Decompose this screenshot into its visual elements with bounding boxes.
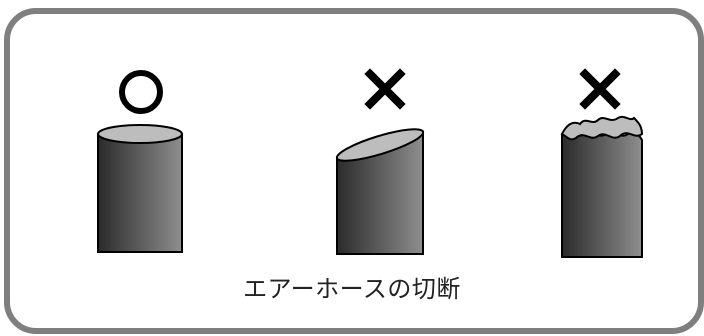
hose-straight-cut bbox=[97, 124, 183, 253]
cross-ng-icon bbox=[579, 68, 621, 110]
hose-ragged-cut bbox=[560, 115, 644, 258]
diagram-caption: エアーホースの切断 bbox=[243, 275, 461, 303]
cross-ng-icon bbox=[364, 68, 406, 110]
rounded-frame bbox=[4, 8, 704, 334]
circle-ok-icon bbox=[119, 70, 163, 114]
hose-diagonal-cut bbox=[335, 128, 425, 255]
